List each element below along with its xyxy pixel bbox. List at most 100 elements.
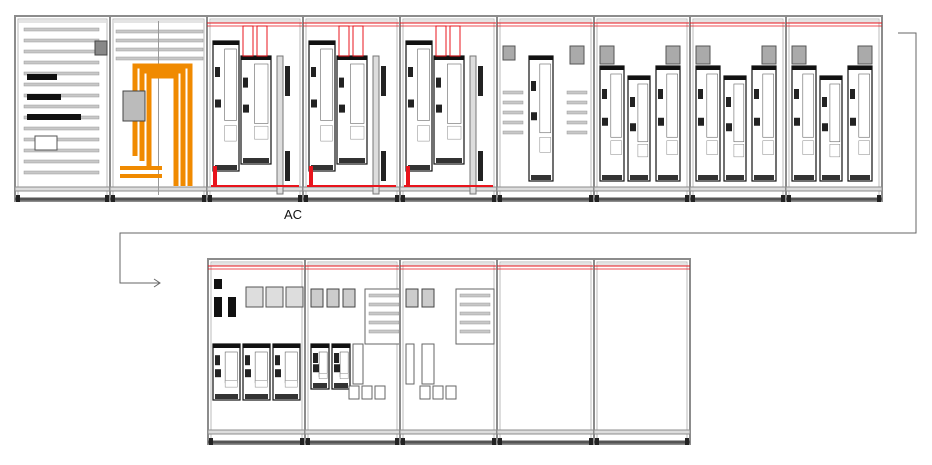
din-rail bbox=[115, 29, 204, 34]
din-rail bbox=[502, 130, 524, 135]
drive-terminal-block bbox=[531, 175, 551, 180]
power-supply bbox=[285, 286, 304, 308]
breaker bbox=[214, 297, 222, 317]
fuse bbox=[285, 66, 290, 96]
drive-connector bbox=[408, 99, 414, 108]
cabinet-plinth-rail bbox=[593, 186, 691, 192]
row-continuation-line bbox=[119, 32, 917, 284]
drive-panel bbox=[224, 125, 237, 142]
drive-top-bar bbox=[529, 56, 553, 60]
fuse bbox=[381, 66, 386, 96]
drive-connector bbox=[243, 77, 248, 88]
drive-body bbox=[666, 73, 678, 138]
cabinet-foot bbox=[306, 438, 310, 445]
drive-body bbox=[350, 63, 365, 124]
terminal-strip bbox=[421, 343, 435, 385]
drive-connector bbox=[850, 117, 856, 126]
cabinet-foot bbox=[298, 195, 302, 202]
terminal-block bbox=[27, 94, 61, 100]
cabinet-foot bbox=[401, 438, 405, 445]
drive-panel bbox=[706, 140, 718, 155]
drive-top-bar bbox=[309, 41, 335, 45]
drive-terminal-block bbox=[215, 394, 238, 399]
drive-body bbox=[637, 83, 649, 143]
drive-top-bar bbox=[273, 344, 300, 348]
drive-connector bbox=[215, 369, 221, 378]
drive-connector bbox=[726, 97, 731, 107]
cabinet-drive-double bbox=[593, 15, 691, 202]
drive-top-bar bbox=[696, 66, 720, 70]
drive-top-bar bbox=[752, 66, 776, 70]
cabinet-foot bbox=[691, 195, 695, 202]
drive-top-bar bbox=[792, 66, 816, 70]
cabinet-frame bbox=[496, 258, 595, 445]
drive-connector bbox=[408, 67, 413, 77]
drive-terminal-block bbox=[311, 165, 333, 170]
drive-connector bbox=[311, 99, 317, 108]
drive-top-bar bbox=[628, 76, 650, 80]
cabinet-top-rail bbox=[404, 20, 493, 23]
din-rail bbox=[368, 293, 400, 298]
drive-connector bbox=[436, 77, 441, 88]
fan-unit bbox=[695, 45, 711, 65]
wiring-loop bbox=[449, 25, 461, 57]
cabinet-foot bbox=[300, 438, 304, 445]
drive-top-bar bbox=[332, 344, 350, 348]
drive-body bbox=[284, 351, 298, 384]
din-rail bbox=[459, 329, 491, 334]
cabinet-top-rail bbox=[404, 263, 493, 266]
terminal-box bbox=[445, 385, 457, 400]
drive-panel bbox=[539, 137, 551, 153]
busbar bbox=[146, 73, 179, 186]
cabinet-foot bbox=[492, 195, 496, 202]
drive-connector bbox=[215, 67, 220, 77]
relay-module bbox=[310, 288, 324, 308]
drive-terminal-block bbox=[630, 175, 648, 180]
din-rail bbox=[23, 148, 100, 153]
display-panel bbox=[34, 135, 58, 151]
drive-connector bbox=[630, 97, 635, 107]
drive-panel bbox=[666, 140, 678, 155]
drive-connector bbox=[339, 104, 345, 113]
cabinet-top-rail bbox=[694, 20, 782, 23]
cabinet-plinth-rail bbox=[496, 186, 595, 192]
cable-duct bbox=[276, 55, 284, 195]
cabinet-top-rail bbox=[307, 20, 396, 23]
wiring-loop bbox=[435, 25, 447, 57]
drive-connector bbox=[245, 369, 251, 378]
drive-terminal-block bbox=[243, 158, 269, 163]
drive-terminal-block bbox=[822, 175, 840, 180]
terminal-rail-block bbox=[364, 288, 402, 345]
drive-panel bbox=[610, 140, 622, 155]
cabinet-plinth-rail bbox=[399, 186, 498, 192]
cabinet-busbar-incomer bbox=[109, 15, 208, 202]
drive-terminal-block bbox=[334, 383, 348, 388]
drive-connector bbox=[698, 117, 704, 126]
drive-panel bbox=[829, 144, 841, 158]
terminal-box bbox=[419, 385, 431, 400]
drive-panel bbox=[858, 140, 870, 155]
fuse bbox=[285, 151, 290, 181]
cabinet-plinth-rail bbox=[14, 186, 111, 192]
drive-terminal-block bbox=[658, 175, 678, 180]
cabinet-plinth-rail bbox=[689, 186, 787, 192]
drive-top-bar bbox=[600, 66, 624, 70]
drive-terminal-block bbox=[850, 175, 870, 180]
cabinet-drive-double bbox=[689, 15, 787, 202]
din-rail bbox=[23, 82, 100, 87]
cabinet-small-drives-2 bbox=[304, 258, 402, 445]
drive-top-bar bbox=[434, 56, 464, 60]
cabinet-plinth-rail bbox=[496, 429, 595, 435]
fan-unit bbox=[761, 45, 777, 65]
cabinet-foot bbox=[111, 195, 115, 202]
drive-body bbox=[417, 48, 430, 121]
din-rail bbox=[566, 120, 588, 125]
cabinet-empty bbox=[496, 258, 595, 445]
din-rail bbox=[23, 93, 100, 98]
fuse bbox=[381, 151, 386, 181]
din-rail bbox=[115, 56, 204, 61]
terminal-strip bbox=[405, 343, 415, 385]
drive-top-bar bbox=[213, 41, 239, 45]
cabinet-foot bbox=[105, 195, 109, 202]
drive-panel bbox=[762, 140, 774, 155]
